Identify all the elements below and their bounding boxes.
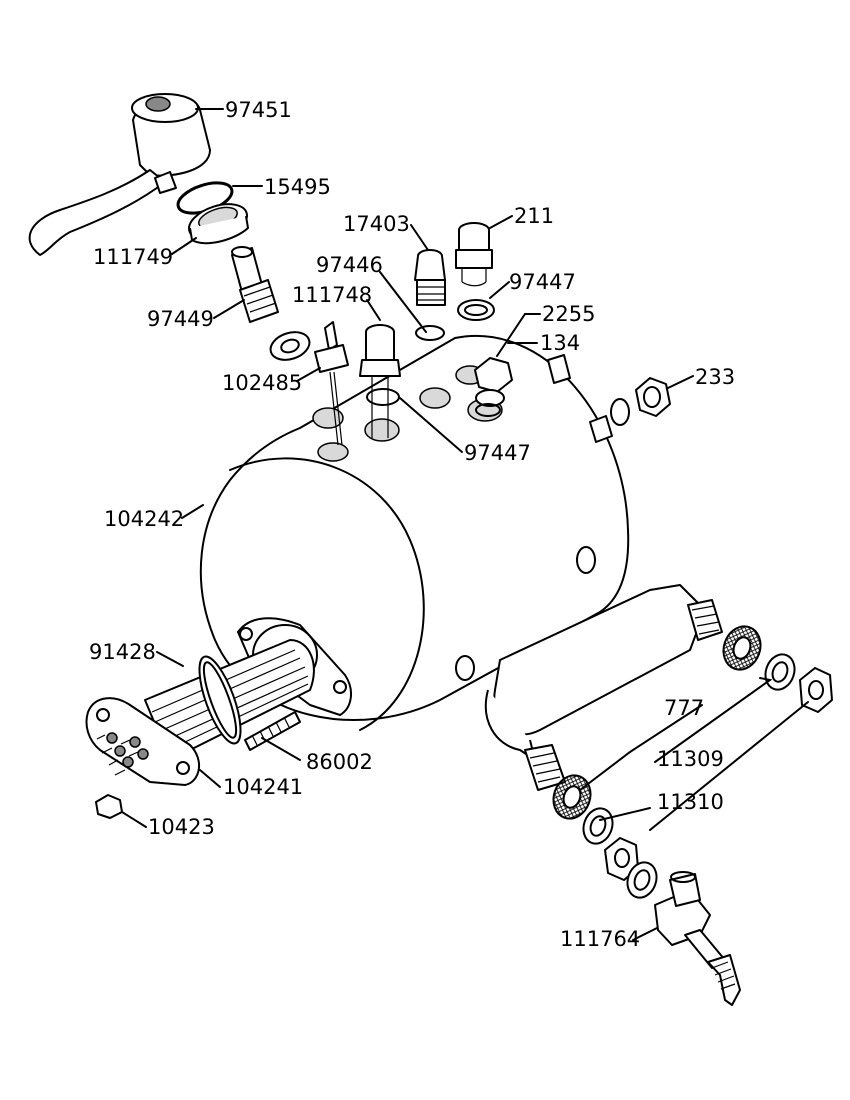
- label-97447-bottom: 97447: [464, 441, 531, 465]
- valve-base: [188, 203, 249, 245]
- label-10423: 10423: [148, 815, 215, 839]
- fitting-211: [455, 222, 493, 287]
- label-11309: 11309: [657, 747, 724, 771]
- temperature-sensor: [314, 321, 349, 446]
- label-134: 134: [540, 331, 580, 355]
- label-211: 211: [514, 204, 554, 228]
- label-104241: 104241: [223, 775, 303, 799]
- label-111748: 111748: [292, 283, 372, 307]
- washer-211: [457, 299, 495, 321]
- label-2255: 2255: [542, 302, 595, 326]
- washer-17403: [415, 325, 445, 341]
- label-233: 233: [695, 365, 735, 389]
- label-15495: 15495: [264, 175, 331, 199]
- part-labels: 97451 15495 111749 17403 211 97446 97447…: [89, 98, 735, 951]
- label-17403: 17403: [343, 212, 410, 236]
- label-91428: 91428: [89, 640, 156, 664]
- leader-lines: [121, 108, 809, 941]
- label-97449: 97449: [147, 307, 214, 331]
- label-111764: 111764: [560, 927, 640, 951]
- valve-17403: [414, 249, 446, 306]
- washer-111748: [366, 388, 400, 406]
- label-97446: 97446: [316, 253, 383, 277]
- washer-bottom: [626, 861, 658, 899]
- pressure-cap-with-hose: [28, 93, 211, 256]
- label-111749: 111749: [93, 245, 173, 269]
- nut-upper: [799, 667, 833, 713]
- label-86002: 86002: [306, 750, 373, 774]
- heating-element-assembly: [85, 617, 352, 819]
- label-102485: 102485: [222, 371, 302, 395]
- label-104242: 104242: [104, 507, 184, 531]
- washer-233: [610, 398, 630, 426]
- elbow-fitting: [654, 871, 741, 1006]
- label-11310: 11310: [657, 790, 724, 814]
- washer-upper: [764, 653, 796, 691]
- washer-lower: [582, 807, 614, 845]
- boiler-tank: [199, 335, 630, 731]
- fitting-111748: [359, 324, 401, 438]
- hatched-gasket-lower: [552, 774, 592, 820]
- plug-2255: [474, 357, 513, 417]
- nut-lower: [604, 837, 639, 881]
- level-probe: [231, 246, 279, 323]
- label-777: 777: [664, 696, 704, 720]
- hatched-gasket-upper: [722, 625, 762, 671]
- label-97447-top: 97447: [509, 270, 576, 294]
- label-97451: 97451: [225, 98, 292, 122]
- nut-233: [635, 377, 671, 417]
- heat-exchanger: [484, 584, 723, 791]
- washer-probe: [269, 331, 311, 361]
